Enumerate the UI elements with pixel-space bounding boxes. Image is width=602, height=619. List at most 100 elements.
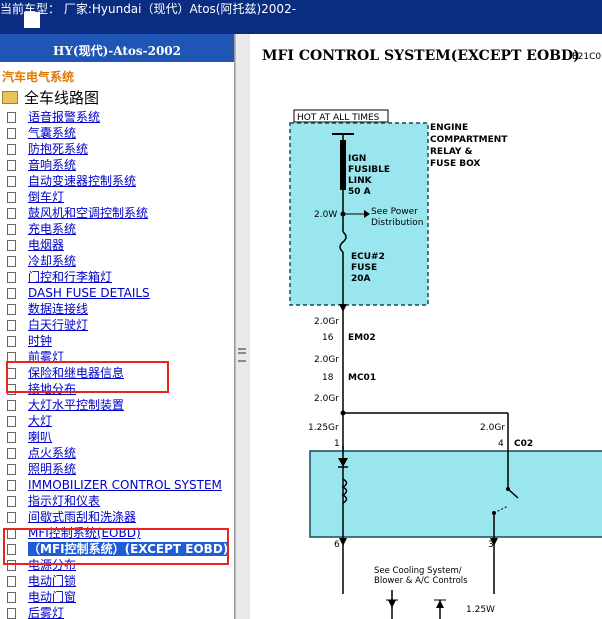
document-icon bbox=[7, 176, 16, 187]
window-icon bbox=[24, 12, 40, 28]
box-label-line: FUSE BOX bbox=[430, 159, 480, 169]
tree-item[interactable]: 电动门窗 bbox=[0, 589, 234, 605]
tree-item-link[interactable]: DASH FUSE DETAILS bbox=[28, 286, 150, 300]
tree-item[interactable]: 大灯水平控制装置 bbox=[0, 397, 234, 413]
tree-item[interactable]: 倒车灯 bbox=[0, 189, 234, 205]
pin-label: 6 bbox=[334, 540, 340, 550]
tree-item-link[interactable]: 前雾灯 bbox=[28, 350, 65, 364]
tree-item[interactable]: 门控和行李箱灯 bbox=[0, 269, 234, 285]
tree-item-link[interactable]: 电动门窗 bbox=[28, 590, 77, 604]
see-power-line: Distribution bbox=[371, 218, 424, 228]
tree-root[interactable]: 全车线路图 bbox=[0, 87, 234, 109]
document-icon bbox=[7, 304, 16, 315]
document-icon bbox=[7, 416, 16, 427]
arrow-down-icon bbox=[388, 600, 396, 608]
fuse2-line: 20A bbox=[351, 274, 371, 284]
document-icon bbox=[7, 112, 16, 123]
splitter-grip-icon[interactable] bbox=[238, 348, 246, 362]
document-icon bbox=[7, 256, 16, 267]
highlight-box-fuse-relay bbox=[6, 361, 169, 393]
tree-item[interactable]: 大灯 bbox=[0, 413, 234, 429]
tree-item-link[interactable]: 电烟器 bbox=[28, 238, 65, 252]
wire-label-2w: 2.0W bbox=[314, 210, 337, 220]
tree-item[interactable]: 电源分布 bbox=[0, 557, 234, 573]
tree-item[interactable]: 间歇式雨刮和洗涤器 bbox=[0, 509, 234, 525]
document-icon bbox=[7, 240, 16, 251]
tree-item-link[interactable]: （MFI控制系统）(EXCEPT EOBD) bbox=[28, 542, 229, 556]
tree-item[interactable]: 气囊系统 bbox=[0, 125, 234, 141]
wire-label: 1.25Gr bbox=[308, 423, 339, 433]
tree-item-link[interactable]: 防抱死系统 bbox=[28, 142, 89, 156]
tree-item[interactable]: 语音报警系统 bbox=[0, 109, 234, 125]
document-icon bbox=[7, 192, 16, 203]
tree-item-link[interactable]: 点火系统 bbox=[28, 446, 77, 460]
tree-item-link[interactable]: 冷却系统 bbox=[28, 254, 77, 268]
fuse2-line: FUSE bbox=[351, 263, 377, 273]
tree-item[interactable]: 点火系统 bbox=[0, 445, 234, 461]
current-model-label: 当前车型： 厂家:Hyundai（现代）Atos(阿托兹)2002- bbox=[0, 2, 297, 16]
relay-box bbox=[309, 450, 602, 538]
tree-item-link[interactable]: 大灯水平控制装置 bbox=[28, 398, 125, 412]
tree-item-link[interactable]: IMMOBILIZER CONTROL SYSTEM bbox=[28, 478, 222, 492]
tree-item[interactable]: DASH FUSE DETAILS bbox=[0, 285, 234, 301]
pin-label: 18 bbox=[322, 373, 334, 383]
document-icon bbox=[7, 144, 16, 155]
tree-item-link[interactable]: 语音报警系统 bbox=[28, 110, 101, 124]
connector-label: C02 bbox=[514, 439, 533, 449]
tree-item-link[interactable]: 倒车灯 bbox=[28, 190, 65, 204]
tree-item-link[interactable]: 大灯 bbox=[28, 414, 53, 428]
tree-item-link[interactable]: 照明系统 bbox=[28, 462, 77, 476]
tree-item-link[interactable]: 后雾灯 bbox=[28, 606, 65, 619]
document-icon bbox=[7, 480, 16, 491]
splitter-scrollbar[interactable] bbox=[235, 34, 250, 619]
tree-item-link[interactable]: 喇叭 bbox=[28, 430, 53, 444]
tree-item-link[interactable]: 充电系统 bbox=[28, 222, 77, 236]
tree-item[interactable]: 喇叭 bbox=[0, 429, 234, 445]
tree-item[interactable]: 照明系统 bbox=[0, 461, 234, 477]
tree-item-link[interactable]: 电源分布 bbox=[28, 558, 77, 572]
fuse1-line: 50 A bbox=[348, 187, 371, 197]
tree-item[interactable]: 时钟 bbox=[0, 333, 234, 349]
fuse2-line: ECU#2 bbox=[351, 252, 385, 262]
tree-item-link[interactable]: 门控和行李箱灯 bbox=[28, 270, 113, 284]
tree-item[interactable]: 音响系统 bbox=[0, 157, 234, 173]
tree-item-link[interactable]: 白天行驶灯 bbox=[28, 318, 89, 332]
tree-item[interactable]: 指示灯和仪表 bbox=[0, 493, 234, 509]
tree-item[interactable]: 充电系统 bbox=[0, 221, 234, 237]
tree-item-link[interactable]: 指示灯和仪表 bbox=[28, 494, 101, 508]
tree-item[interactable]: 白天行驶灯 bbox=[0, 317, 234, 333]
tree-item[interactable]: 自动变速器控制系统 bbox=[0, 173, 234, 189]
pin-label: 3 bbox=[488, 540, 494, 550]
tree-item-link[interactable]: 间歇式雨刮和洗涤器 bbox=[28, 510, 137, 524]
document-icon bbox=[7, 592, 16, 603]
wire-label: 1.25W bbox=[466, 605, 495, 615]
wire-label: 2.0Gr bbox=[314, 394, 339, 404]
pin-label: 16 bbox=[322, 333, 334, 343]
diode-icon bbox=[338, 458, 348, 467]
tree-item-link[interactable]: 数据连接线 bbox=[28, 302, 89, 316]
tree-item[interactable]: （MFI控制系统）(EXCEPT EOBD) bbox=[0, 541, 234, 557]
tree-item[interactable]: 电烟器 bbox=[0, 237, 234, 253]
tree-item-link[interactable]: 音响系统 bbox=[28, 158, 77, 172]
tree-item-link[interactable]: 气囊系统 bbox=[28, 126, 77, 140]
wire-label: 2.0Gr bbox=[480, 423, 505, 433]
tree-item[interactable]: 冷却系统 bbox=[0, 253, 234, 269]
diagram-canvas: HOT AT ALL TIMES ENGINE COMPARTMENT RELA… bbox=[289, 109, 602, 619]
tree-item-link[interactable]: 自动变速器控制系统 bbox=[28, 174, 137, 188]
relay-switch-icon bbox=[507, 488, 519, 499]
fuse2-label-group: ECU#2 FUSE 20A bbox=[351, 252, 385, 284]
tree-item[interactable]: 后雾灯 bbox=[0, 605, 234, 619]
tree-item[interactable]: 电动门锁 bbox=[0, 573, 234, 589]
tree-item[interactable]: IMMOBILIZER CONTROL SYSTEM bbox=[0, 477, 234, 493]
tree-item-link[interactable]: 时钟 bbox=[28, 334, 53, 348]
tree-item-link[interactable]: 电动门锁 bbox=[28, 574, 77, 588]
tree-item-link[interactable]: 鼓风机和空调控制系统 bbox=[28, 206, 149, 220]
tree-item-link[interactable]: 保险和继电器信息 bbox=[28, 366, 125, 380]
box-label-line: RELAY & bbox=[430, 147, 473, 157]
tree-item[interactable]: 数据连接线 bbox=[0, 301, 234, 317]
tree-item[interactable]: 鼓风机和空调控制系统 bbox=[0, 205, 234, 221]
pin-label: 4 bbox=[498, 439, 504, 449]
tree-item[interactable]: 防抱死系统 bbox=[0, 141, 234, 157]
document-icon bbox=[7, 208, 16, 219]
switch-contact bbox=[506, 487, 510, 491]
